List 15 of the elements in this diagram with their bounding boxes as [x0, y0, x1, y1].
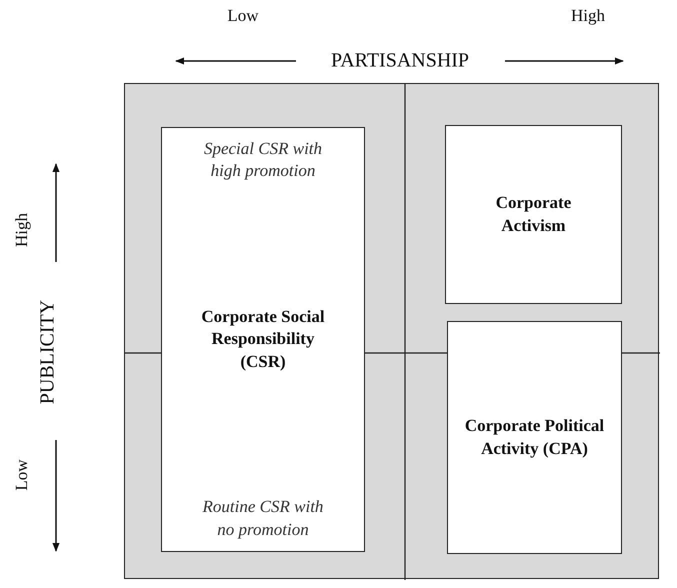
axis-label: High — [12, 213, 32, 247]
category-title: Corporate Social Responsibility (CSR) — [200, 306, 326, 373]
matrix-grid — [124, 83, 659, 579]
category-title: Corporate Political Activity (CPA) — [464, 415, 604, 460]
axis-label: Low — [227, 6, 259, 26]
category-box — [161, 127, 365, 552]
axis-label: PUBLICITY — [36, 300, 60, 404]
axis-label: High — [571, 6, 605, 26]
category-box — [445, 125, 622, 304]
category-box — [447, 321, 622, 554]
category-title: Corporate Activism — [494, 192, 572, 236]
axis-label: Low — [12, 459, 32, 491]
axis-label: PARTISANSHIP — [330, 50, 470, 72]
subcategory-text: Routine CSR with no promotion — [202, 496, 324, 541]
subcategory-text: Special CSR with high promotion — [202, 138, 324, 182]
